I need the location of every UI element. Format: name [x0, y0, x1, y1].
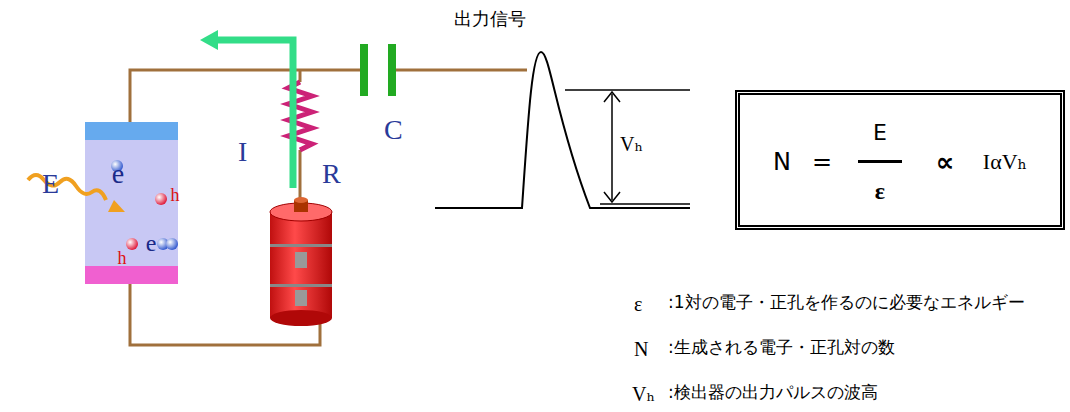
current-label: I [238, 138, 247, 166]
resistor-label: R [322, 160, 341, 188]
battery-symbol [270, 197, 332, 326]
formula-box: N = Eε ∝ IαVₕ [735, 90, 1065, 230]
height-arrow [611, 94, 613, 200]
node-text: h [171, 186, 180, 204]
height-tick [600, 203, 690, 205]
current-arrow [215, 40, 293, 188]
node-text: N [773, 150, 791, 174]
output-title: 出力信号 [454, 10, 526, 28]
node-text: ∝ [936, 149, 955, 175]
definition: :生成される電子・正孔対の数 [668, 339, 895, 356]
node-text: E [873, 122, 887, 144]
node-text: e [146, 231, 157, 255]
capacitor-plate [388, 44, 396, 96]
height-arrowhead [604, 92, 620, 102]
height-arrowhead [604, 192, 620, 202]
node-text: ε [875, 179, 885, 203]
fraction-bar [858, 160, 902, 163]
current-arrowhead [200, 30, 218, 50]
height-tick [565, 89, 690, 91]
node-text: IαVₕ [983, 151, 1027, 173]
semiconductor-detector [85, 122, 178, 284]
symbol: ε [634, 294, 642, 314]
radiation-wave [28, 175, 106, 200]
node-text: = [812, 150, 832, 174]
pulse-height-label: Vₕ [620, 134, 643, 154]
detector-body: e h h e [85, 122, 178, 284]
capacitor-label: C [384, 116, 403, 144]
symbol: Vₕ [632, 384, 655, 404]
output-pulse [435, 52, 690, 208]
capacitor-plate [360, 44, 368, 96]
definition: :検出器の出力パルスの波高 [668, 384, 878, 401]
energy-label: E [42, 170, 59, 198]
node-text: e [112, 160, 124, 188]
symbol: N [634, 339, 648, 359]
particle [111, 160, 178, 250]
node-text: h [118, 249, 127, 267]
radiation-arrowhead [108, 200, 125, 212]
definition: :1対の電子・正孔を作るのに必要なエネルギー [668, 294, 1025, 311]
